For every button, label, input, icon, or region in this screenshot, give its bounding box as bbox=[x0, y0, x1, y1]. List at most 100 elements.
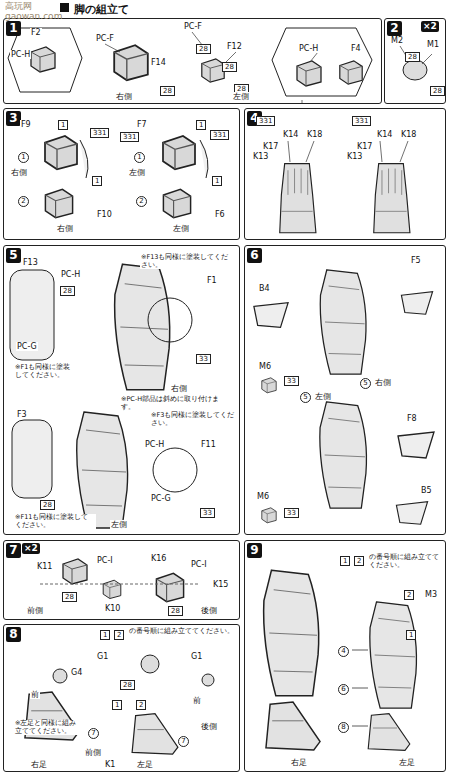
part-label: M6 bbox=[256, 492, 270, 501]
part-label: F11 bbox=[200, 440, 217, 449]
part-label: PC-G bbox=[16, 342, 38, 351]
color-code: 28 bbox=[168, 606, 183, 616]
color-code: 28 bbox=[40, 500, 55, 510]
part-label: M2 bbox=[390, 36, 404, 45]
color-code: 33 bbox=[200, 508, 215, 518]
color-code: 28 bbox=[62, 592, 77, 602]
page-title: 脚の組立て bbox=[72, 2, 131, 17]
part-label: M6 bbox=[258, 362, 272, 371]
step-number: 6 bbox=[247, 248, 262, 263]
part-label: PC-H bbox=[298, 44, 319, 53]
step-number: 3 bbox=[6, 111, 21, 126]
part-label: M3 bbox=[424, 590, 438, 599]
step-number: 9 bbox=[247, 543, 262, 558]
color-code: 33 bbox=[284, 376, 299, 386]
step-number: 5 bbox=[6, 248, 21, 263]
part-label: PC-G bbox=[150, 494, 172, 503]
part-label: 後側 bbox=[200, 606, 218, 615]
color-code: 33 bbox=[196, 354, 211, 364]
color-code: 28 bbox=[120, 680, 135, 690]
color-code: 28 bbox=[430, 86, 445, 96]
part-label: K1 bbox=[104, 760, 116, 769]
color-code: 28 bbox=[405, 52, 420, 62]
part-label: F9 bbox=[20, 120, 32, 129]
part-label: F13 bbox=[22, 258, 39, 267]
part-label: K10 bbox=[104, 604, 121, 613]
color-code: 1 bbox=[212, 176, 222, 186]
part-label: K18 bbox=[306, 130, 323, 139]
color-code: 331 bbox=[352, 116, 371, 126]
part-label: 前 bbox=[192, 696, 202, 705]
step-reference: 2 bbox=[136, 196, 147, 207]
color-code: 28 bbox=[160, 86, 175, 96]
color-code: 28 bbox=[196, 44, 211, 54]
part-label: F2 bbox=[30, 28, 42, 37]
part-label: K15 bbox=[212, 580, 229, 589]
part-label: 右側 bbox=[56, 224, 74, 233]
part-label: K13 bbox=[346, 152, 363, 161]
step-reference: 8 bbox=[338, 722, 349, 733]
part-label: K18 bbox=[400, 130, 417, 139]
part-label: 前 bbox=[30, 690, 40, 699]
step-reference: 7 bbox=[178, 736, 189, 747]
part-label: 左側 bbox=[232, 92, 250, 101]
part-label: B5 bbox=[420, 486, 433, 495]
color-code: 1 bbox=[196, 120, 206, 130]
part-label: F4 bbox=[350, 44, 362, 53]
color-code: 1 bbox=[58, 120, 68, 130]
part-label: 左側 bbox=[110, 520, 128, 529]
part-label: 左側 bbox=[172, 224, 190, 233]
step-reference: 5 bbox=[300, 392, 311, 403]
step-reference: 1 bbox=[134, 152, 145, 163]
note: の番号順に組み立ててください。 bbox=[128, 628, 238, 636]
color-code: 28 bbox=[222, 62, 237, 72]
color-code: 331 bbox=[90, 128, 109, 138]
part-label: F6 bbox=[214, 210, 226, 219]
part-label: PC-I bbox=[190, 560, 208, 569]
part-label: 右側 bbox=[374, 378, 392, 387]
part-label: G1 bbox=[190, 652, 203, 661]
step-reference: 6 bbox=[338, 684, 349, 695]
step-reference: 1 bbox=[18, 152, 29, 163]
color-code: 331 bbox=[120, 132, 139, 142]
note: ※F11も同様に塗装してください。 bbox=[14, 514, 96, 529]
part-label: 左側 bbox=[314, 392, 332, 401]
note: ※左足と同様に組み立ててください。 bbox=[14, 720, 80, 735]
note: ※PC-H部品は斜めに取り付けます。 bbox=[120, 396, 232, 411]
part-label: F5 bbox=[410, 256, 422, 265]
order-number: 1 bbox=[340, 556, 350, 566]
order-number: 2 bbox=[114, 630, 124, 640]
order-number: 1 bbox=[100, 630, 110, 640]
step-reference: 5 bbox=[360, 378, 371, 389]
part-label: 前側 bbox=[84, 748, 102, 757]
order-number: 2 bbox=[136, 700, 146, 710]
step-panel: 5 bbox=[3, 245, 240, 535]
order-number: 2 bbox=[354, 556, 364, 566]
step-panel: 4 bbox=[244, 108, 446, 240]
part-label: F12 bbox=[226, 42, 243, 51]
part-label: PC-H bbox=[60, 270, 81, 279]
step-reference: 4 bbox=[338, 646, 349, 657]
part-label: 右足 bbox=[30, 760, 48, 769]
watermark: gaowan.com bbox=[4, 11, 63, 21]
part-label: K17 bbox=[262, 142, 279, 151]
step-reference: 7 bbox=[88, 728, 99, 739]
part-label: PC-H bbox=[144, 440, 165, 449]
part-label: K13 bbox=[252, 152, 269, 161]
step-number: 8 bbox=[6, 627, 21, 642]
step-number: 2 bbox=[387, 21, 402, 36]
note: の番号順に組み立ててください。 bbox=[368, 554, 444, 569]
step-panel: 6 bbox=[244, 245, 446, 535]
color-code: 331 bbox=[210, 130, 229, 140]
order-number: 1 bbox=[112, 700, 122, 710]
part-label: F14 bbox=[150, 58, 167, 67]
part-label: M1 bbox=[426, 40, 440, 49]
part-label: 右側 bbox=[10, 168, 28, 177]
part-label: 左足 bbox=[136, 760, 154, 769]
part-label: K14 bbox=[282, 130, 299, 139]
part-label: F3 bbox=[16, 410, 28, 419]
quantity-badge: ×2 bbox=[22, 543, 40, 554]
part-label: K14 bbox=[376, 130, 393, 139]
order-number: 2 bbox=[404, 590, 414, 600]
